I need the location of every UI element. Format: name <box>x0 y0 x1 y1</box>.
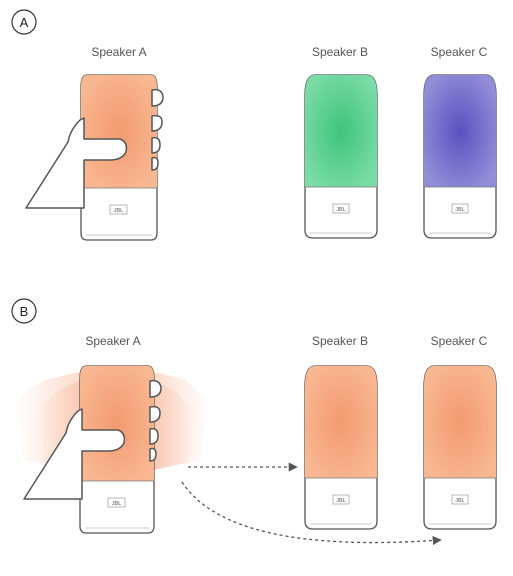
speaker-c-label: Speaker C <box>431 45 488 59</box>
jbl-logo-text: JBL <box>114 208 123 214</box>
speaker-light <box>305 75 377 187</box>
speaker-a-label: Speaker A <box>85 334 140 348</box>
speaker-c: JBL <box>423 74 497 239</box>
jbl-logo <box>332 203 350 214</box>
hand-icon <box>25 88 164 209</box>
jbl-logo <box>451 203 469 214</box>
speaker-b: JBL <box>304 365 378 530</box>
jbl-logo-text: JBL <box>336 498 345 504</box>
speaker-light <box>424 75 496 187</box>
jbl-logo <box>109 204 128 215</box>
speaker-b-label: Speaker B <box>312 45 368 59</box>
sync-arrows <box>181 462 442 546</box>
speaker-light <box>80 366 154 481</box>
speaker-light <box>81 75 157 188</box>
section-a: A Speaker A Speaker B Speaker C JBL <box>11 9 497 241</box>
section-badge-a: A <box>11 9 37 35</box>
section-badge-label: B <box>20 304 29 319</box>
jbl-logo-text: JBL <box>112 501 121 507</box>
speaker-b: JBL <box>304 74 378 239</box>
jbl-logo-text: JBL <box>336 207 345 213</box>
shake-motion-effect <box>14 372 210 470</box>
speaker-b-label: Speaker B <box>312 334 368 348</box>
jbl-logo-text: JBL <box>455 207 464 213</box>
arrow-to-speaker-c <box>181 481 442 546</box>
jbl-logo <box>332 494 350 505</box>
hand-icon <box>23 379 162 500</box>
speaker-light <box>424 366 496 478</box>
jbl-logo-text: JBL <box>455 498 464 504</box>
speaker-c: JBL <box>423 365 497 530</box>
section-b: B Speaker A Speaker B Speaker C JBL <box>11 298 497 546</box>
speaker-a-label: Speaker A <box>91 45 146 59</box>
speaker-light <box>305 366 377 478</box>
section-badge-label: A <box>20 15 29 30</box>
section-badge-b: B <box>11 298 37 324</box>
jbl-logo <box>107 497 126 508</box>
jbl-logo <box>451 494 469 505</box>
speaker-c-label: Speaker C <box>431 334 488 348</box>
